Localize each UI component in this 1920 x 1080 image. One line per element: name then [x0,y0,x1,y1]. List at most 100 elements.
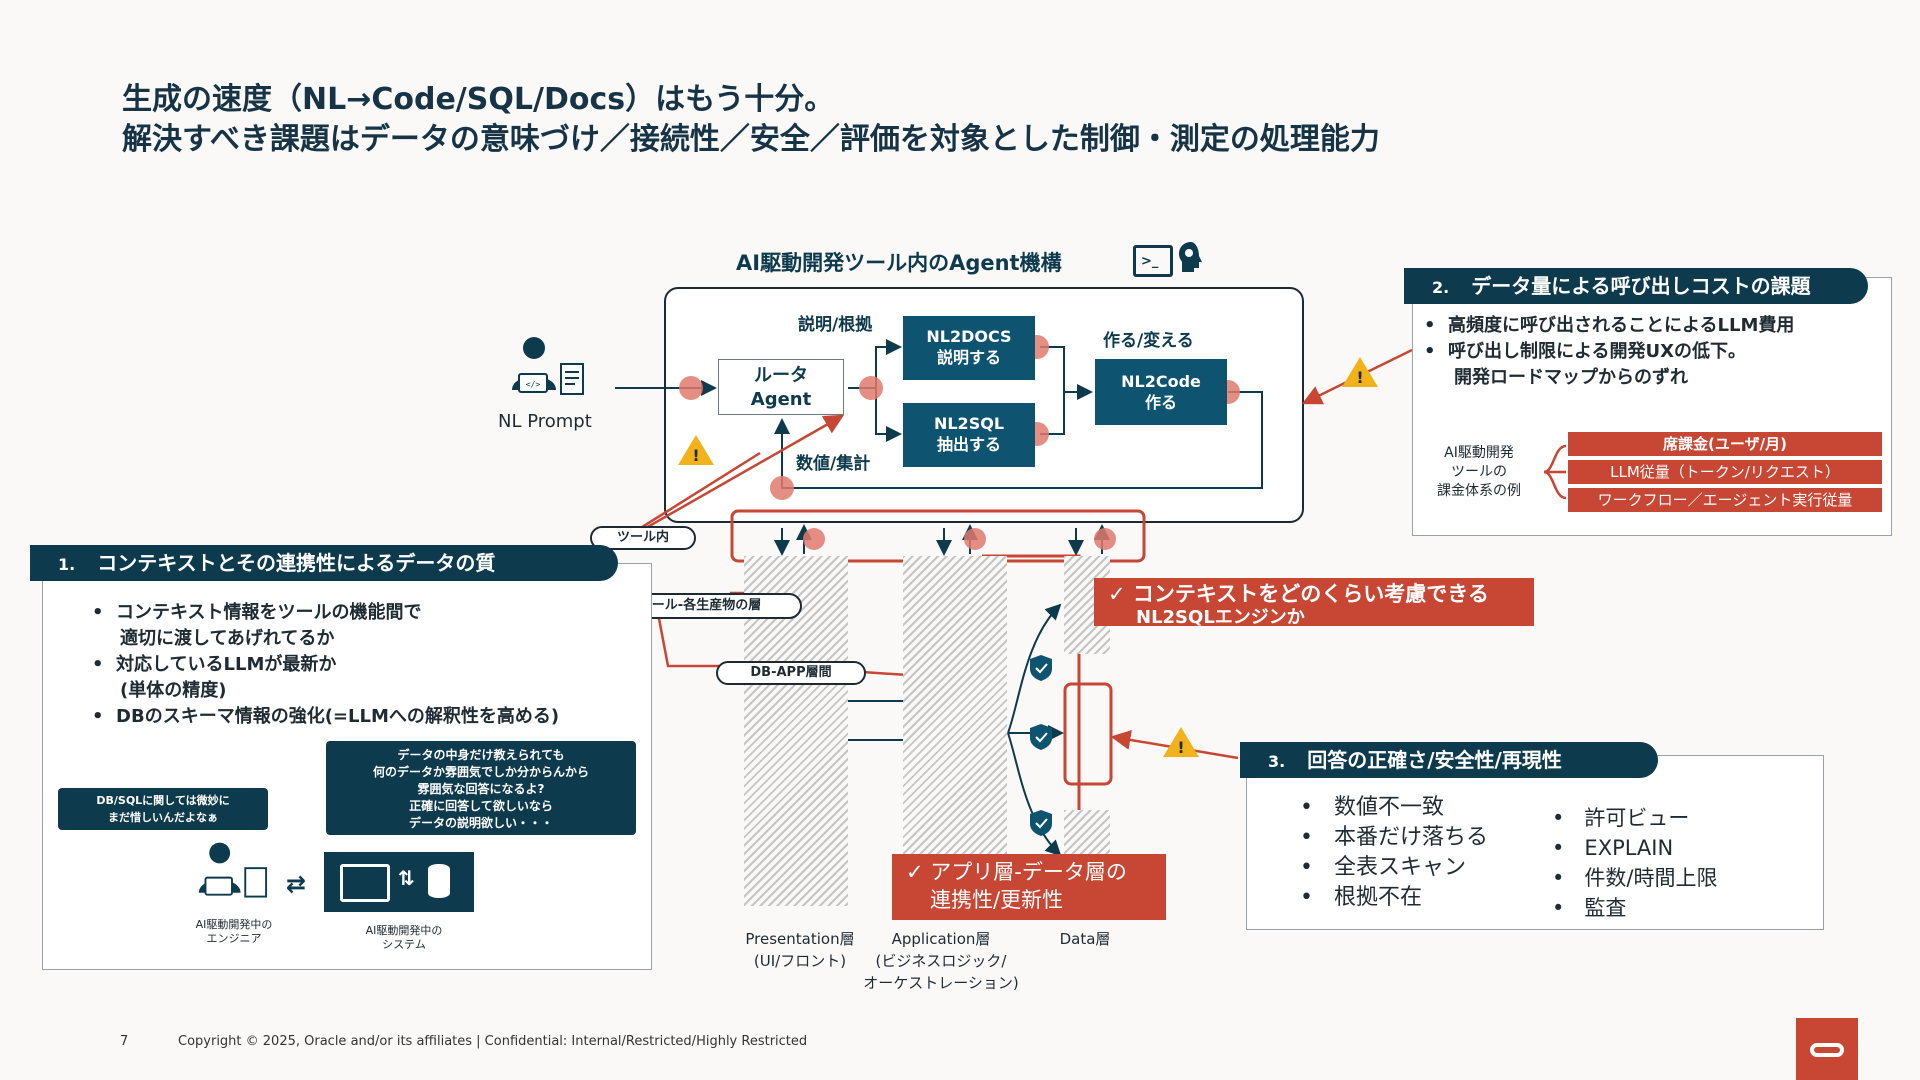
engineer-label-line: AI駆動開発中の [195,918,273,931]
page-number: 7 [120,1034,129,1049]
sync-arrows-icon: ⇅ [398,866,415,890]
page-title: 生成の速度（NL→Code/SQL/Docs）はもう十分。 解決すべき課題はデー… [122,80,1380,160]
copyright-text: Copyright © 2025, Oracle and/or its affi… [178,1034,808,1049]
context-callout-line-1: コンテキストをどのくらい考慮できる [1132,582,1489,606]
speech-bubble-large: データの中身だけ教えられても 何のデータか雰囲気でしか分からんから 雰囲気な回答… [326,741,636,835]
nl2sql-node: NL2SQL 抽出する [903,403,1035,467]
bullet-text: EXPLAIN [1584,836,1674,860]
engineer-icon [196,836,268,906]
label-explain: 説明/根拠 [798,315,873,335]
title-line-2: 解決すべき課題はデータの意味づけ／接続性／安全／評価を対象とした制御・測定の処理… [122,122,1380,157]
billing-label: AI駆動開発 ツールの 課金体系の例 [1424,444,1534,501]
section3-bullet: • EXPLAIN [1552,836,1674,860]
context-callout-line-2: NL2SQLエンジンか [1136,607,1305,628]
bubble-line: まだ惜しいんだよなぁ [108,811,218,824]
check-icon: ✓ [1108,582,1126,606]
app-callout-line-1: アプリ層-データ層の [930,860,1127,884]
pill-tool-internal: ツール内 [590,526,696,550]
presentation-line-2: (UI/フロント) [753,952,847,970]
section3-bullet: • 許可ビュー [1552,806,1690,830]
billing-label-line: ツールの [1451,464,1507,480]
section3-title: 回答の正確さ/安全性/再現性 [1307,748,1562,772]
cost-row: LLM従量（トークン/リクエスト） [1568,460,1882,484]
application-line-3: オーケストレーション) [863,974,1019,992]
app-data-callout: ✓ アプリ層-データ層の 連携性/更新性 [892,854,1166,920]
engineer-icon: </> [509,334,585,400]
application-line-1: Application層 [891,930,991,948]
system-label: AI駆動開発中の システム [344,924,464,952]
section3-left-bullets: • 数値不一致 • 本番だけ落ちる • 全表スキャン • 根拠不在 [1300,793,1488,913]
oracle-logo-mark [1810,1043,1844,1057]
shield-icon [1030,724,1052,750]
shield-icon [1030,810,1052,836]
billing-label-line: 課金体系の例 [1437,483,1521,499]
warning-icon: ! [1163,727,1199,757]
bubble-line: 雰囲気な回答になるよ? [417,782,545,796]
section2-title: データ量による呼び出しコストの課題 [1471,274,1811,298]
section3-header: 3.回答の正確さ/安全性/再現性 [1240,742,1658,778]
brace-icon [1540,442,1568,502]
terminal-icon: >_ [1133,245,1173,277]
svg-text:!: ! [1177,738,1184,757]
label-make: 作る/変える [1103,331,1194,351]
nl2docs-line-2: 説明する [936,348,1001,367]
section2-bullets: • 高頻度に呼び出されることによるLLM費用 • 呼び出し制限による開発UXの低… [1424,313,1794,391]
database-icon [428,864,450,898]
svg-text:</>: </> [526,380,541,389]
section3-bullet: • 全表スキャン [1300,855,1466,880]
bullet-text: コンテキスト情報をツールの機能間で [116,602,422,623]
section3-bullet: • 件数/時間上限 [1552,866,1718,890]
section2-bullet: • 高頻度に呼び出されることによるLLM費用 [1424,315,1795,336]
section1-bullet-cont: (単体の精度) [120,680,227,701]
bubble-line: 何のデータか雰囲気でしか分からんから [372,765,589,779]
bubble-line: DB/SQLに関しては微妙に [96,794,230,807]
bullet-text: 許可ビュー [1584,806,1690,830]
router-line-2: Agent [750,389,812,410]
nl2code-line-1: NL2Code [1121,372,1201,391]
section1-bullets: • コンテキスト情報をツールの機能間で 適切に渡してあげれてるか • 対応してい… [92,600,559,730]
nl2sql-line-2: 抽出する [936,435,1001,454]
nl2sql-line-1: NL2SQL [933,414,1005,433]
nl2docs-line-1: NL2DOCS [926,327,1012,346]
presentation-layer-label: Presentation層 (UI/フロント) [712,928,888,972]
check-icon: ✓ [906,860,924,884]
svg-text:!: ! [1356,368,1363,387]
bullet-text: DBのスキーマ情報の強化(=LLMへの解釈性を高める) [116,706,560,727]
nl2docs-node: NL2DOCS 説明する [903,316,1035,380]
nl-prompt-label: NL Prompt [498,411,592,432]
exchange-arrows-icon: ⇄ [286,870,307,898]
bullet-text: 対応しているLLMが最新か [116,654,337,675]
section3-bullet: • 本番だけ落ちる [1300,825,1488,850]
bullet-text: 本番だけ落ちる [1333,825,1488,850]
bubble-line: データの説明欲しい・・・ [408,816,553,830]
section1-bullet: • DBのスキーマ情報の強化(=LLMへの解釈性を高める) [92,706,560,727]
section1-header: 1. コンテキストとその連携性によるデータの質 [30,545,618,581]
context-callout: ✓ コンテキストをどのくらい考慮できる NL2SQLエンジンか [1094,578,1534,628]
system-label-line: AI駆動開発中の [365,924,443,937]
presentation-line-1: Presentation層 [745,930,855,948]
bubble-line: 正確に回答して欲しいなら [409,799,553,813]
application-layer-label: Application層 (ビジネスロジック/ オーケストレーション) [840,928,1042,994]
section2-bullet: • 呼び出し制限による開発UXの低下。 [1424,341,1746,362]
engineer-label-line: エンジニア [206,932,262,945]
section1-number: 1. [58,555,76,574]
cost-row: 席課金(ユーザ/月) [1568,432,1882,456]
data-layer-band-bottom [1064,810,1110,856]
title-line-1: 生成の速度（NL→Code/SQL/Docs）はもう十分。 [122,82,835,117]
application-line-2: (ビジネスロジック/ [875,952,1007,970]
section2-number: 2. [1432,278,1450,297]
section3-bullet: • 根拠不在 [1300,885,1422,910]
section3-panel [1246,755,1824,930]
label-numeric: 数値/集計 [796,454,871,474]
oracle-logo [1796,1018,1858,1080]
agent-section-title: AI駆動開発ツール内のAgent機構 [736,251,1062,275]
bullet-text: 監査 [1584,896,1627,920]
engineer-label: AI駆動開発中の エンジニア [174,918,294,946]
bullet-text: 数値不一致 [1333,795,1444,820]
section3-bullet: • 数値不一致 [1300,795,1444,820]
section1-title: コンテキストとその連携性によるデータの質 [97,551,496,575]
app-callout-line-2: 連携性/更新性 [930,888,1064,912]
ai-head-icon [1176,240,1206,274]
warning-icon: ! [1342,357,1378,387]
section3-right-bullets: • 許可ビュー • EXPLAIN • 件数/時間上限 • 監査 [1552,803,1718,923]
